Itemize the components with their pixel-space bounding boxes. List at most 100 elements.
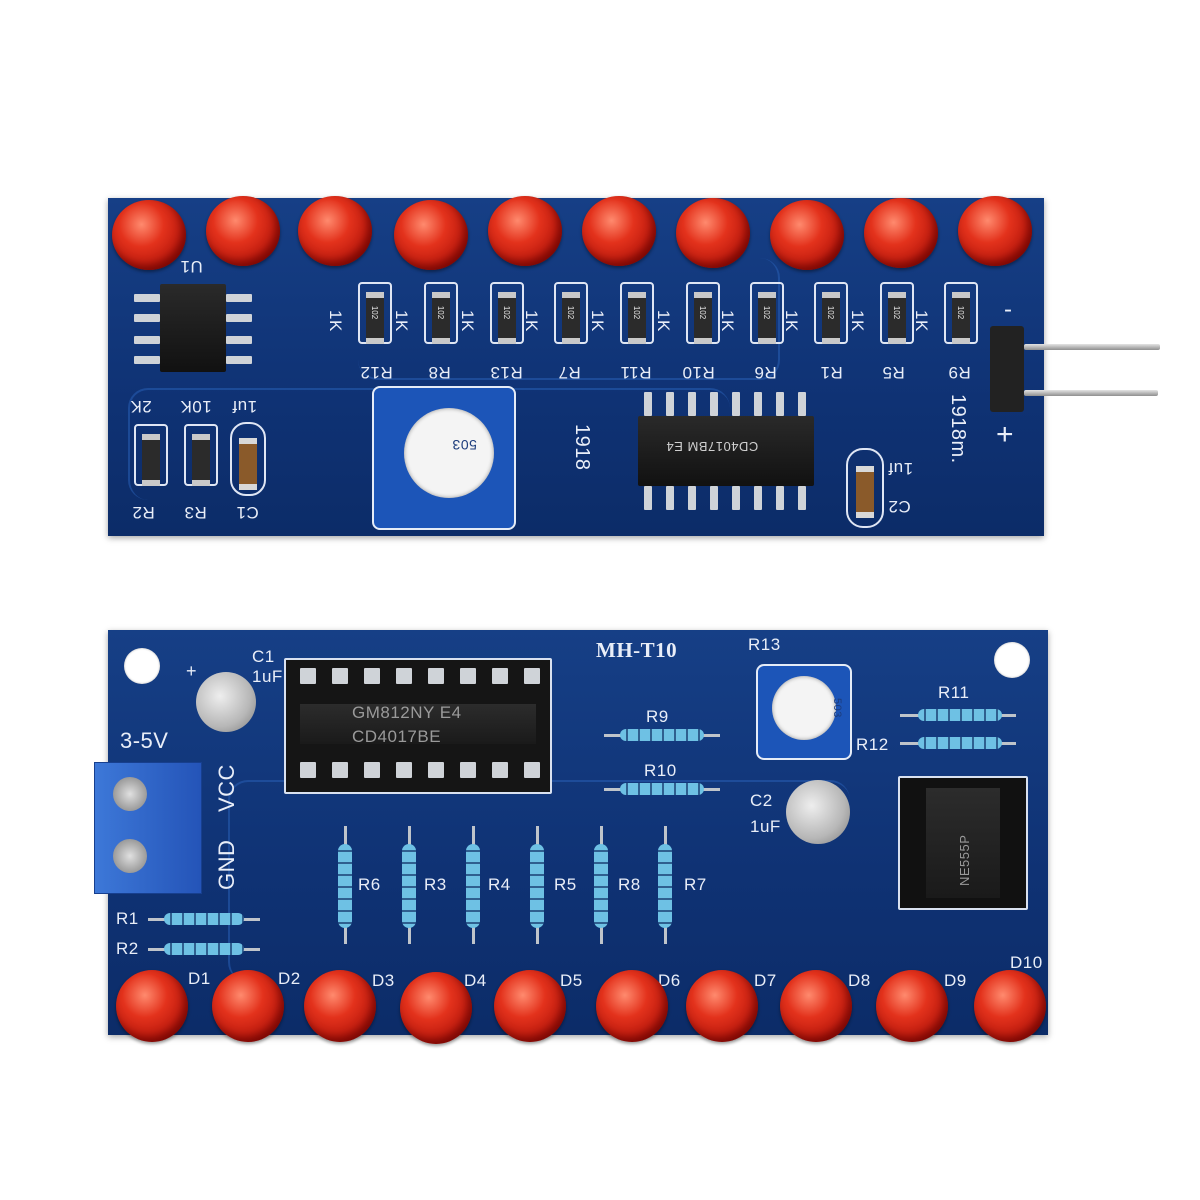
c1-value: 1uf <box>232 397 258 416</box>
screw-terminal[interactable] <box>94 762 202 894</box>
led <box>488 196 562 266</box>
k-label: 1K <box>458 310 477 332</box>
led-label: D9 <box>944 971 967 990</box>
led-label: D4 <box>464 971 487 990</box>
led <box>206 196 280 266</box>
u1-chip <box>160 284 226 372</box>
led <box>770 200 844 270</box>
bottom-pcb-board: + C1 1uF GM812NY E4 CD4017BE MH-T10 R9 R… <box>94 630 1048 1044</box>
smd-resistor-r2 <box>134 424 168 486</box>
chip-pin <box>226 356 252 364</box>
chip-pin <box>732 392 740 416</box>
chip-pin <box>134 356 160 364</box>
smd-resistor: 102 <box>814 282 848 344</box>
resistor-r7 <box>658 844 672 928</box>
c1-label: C1 <box>236 503 259 522</box>
pin-header[interactable] <box>990 326 1024 412</box>
led <box>864 198 938 268</box>
resistor-label: R7 <box>684 875 707 894</box>
chip-pin <box>732 486 740 510</box>
c2-label: C2 <box>750 791 773 810</box>
chip-pin <box>666 486 674 510</box>
resistor-label: R10 <box>682 363 715 382</box>
cd4017-chip: CD4017BM E4 <box>638 416 814 486</box>
chip-pin <box>688 486 696 510</box>
header-pin <box>1024 344 1160 350</box>
smd-resistor: 102 <box>686 282 720 344</box>
r12-label: R12 <box>856 735 889 754</box>
led <box>400 972 472 1044</box>
smd-resistor: 102 <box>880 282 914 344</box>
led <box>686 970 758 1042</box>
k-label: 1K <box>326 310 345 332</box>
chip-pin <box>710 392 718 416</box>
gnd-label: GND <box>214 839 239 890</box>
led-label: D7 <box>754 971 777 990</box>
chip-pin <box>776 486 784 510</box>
chip-pin <box>134 314 160 322</box>
resistor-label: R7 <box>558 363 581 382</box>
resistor-r10 <box>620 783 704 795</box>
led <box>494 970 566 1042</box>
ne555-chip: NE555P <box>898 776 1028 910</box>
smd-resistor: 102 <box>424 282 458 344</box>
r2-label: R2 <box>132 503 155 522</box>
chip-pin <box>134 336 160 344</box>
u1-label: U1 <box>180 257 203 276</box>
led-label: D8 <box>848 971 871 990</box>
r3-label: R3 <box>184 503 207 522</box>
ic-marking: CD4017BM E4 <box>666 439 759 454</box>
r10-label: R10 <box>644 761 677 780</box>
r1-label: R1 <box>116 909 139 928</box>
smd-resistor: 102 <box>620 282 654 344</box>
dip-pin <box>492 762 508 778</box>
potentiometer-r13: 503 <box>756 664 852 760</box>
k-label: 1K <box>654 310 673 332</box>
vcc-label: VCC <box>214 764 239 812</box>
terminal-screw[interactable] <box>113 839 147 873</box>
led <box>116 970 188 1042</box>
resistor-label: R5 <box>554 875 577 894</box>
c2-value: 1uF <box>750 817 781 836</box>
chip-pin <box>754 486 762 510</box>
resistor-label: R8 <box>428 363 451 382</box>
resistor-label: R6 <box>358 875 381 894</box>
terminal-screw[interactable] <box>113 777 147 811</box>
dip-pin <box>300 668 316 684</box>
led <box>394 200 468 270</box>
led-label: D1 <box>188 969 211 988</box>
led <box>304 970 376 1042</box>
resistor-label: R3 <box>424 875 447 894</box>
potentiometer: 503 <box>372 386 516 530</box>
dip-pin <box>332 762 348 778</box>
capacitor-c1 <box>196 672 256 732</box>
r9-label: R9 <box>646 707 669 726</box>
c2-value: 1uf <box>888 459 914 478</box>
chip-pin <box>688 392 696 416</box>
c1-label: C1 <box>252 647 275 666</box>
pot-code: 503 <box>831 698 843 718</box>
dip-pin <box>524 762 540 778</box>
smd-resistor: 102 <box>750 282 784 344</box>
k-label: 1K <box>522 310 541 332</box>
smd-resistor: 102 <box>554 282 588 344</box>
mounting-hole <box>124 648 160 684</box>
led-label: D3 <box>372 971 395 990</box>
k-label: 1K <box>392 310 411 332</box>
capacitor-c2 <box>786 780 850 844</box>
top-pcb-board: U1 102 102 102 102 102 102 102 102 102 1… <box>108 196 1044 536</box>
chip-pin <box>226 294 252 302</box>
k-label: 1K <box>782 310 801 332</box>
k-label: 1K <box>912 310 931 332</box>
led <box>596 970 668 1042</box>
ne555-marking: NE555P <box>957 834 972 886</box>
led <box>676 198 750 268</box>
resistor-label: R5 <box>882 363 905 382</box>
plus-label: + <box>996 418 1015 451</box>
k-label: 1K <box>588 310 607 332</box>
chip-pin <box>710 486 718 510</box>
chip-pin <box>798 392 806 416</box>
chip-pin <box>798 486 806 510</box>
dip-pin <box>396 668 412 684</box>
chip-pin <box>226 314 252 322</box>
